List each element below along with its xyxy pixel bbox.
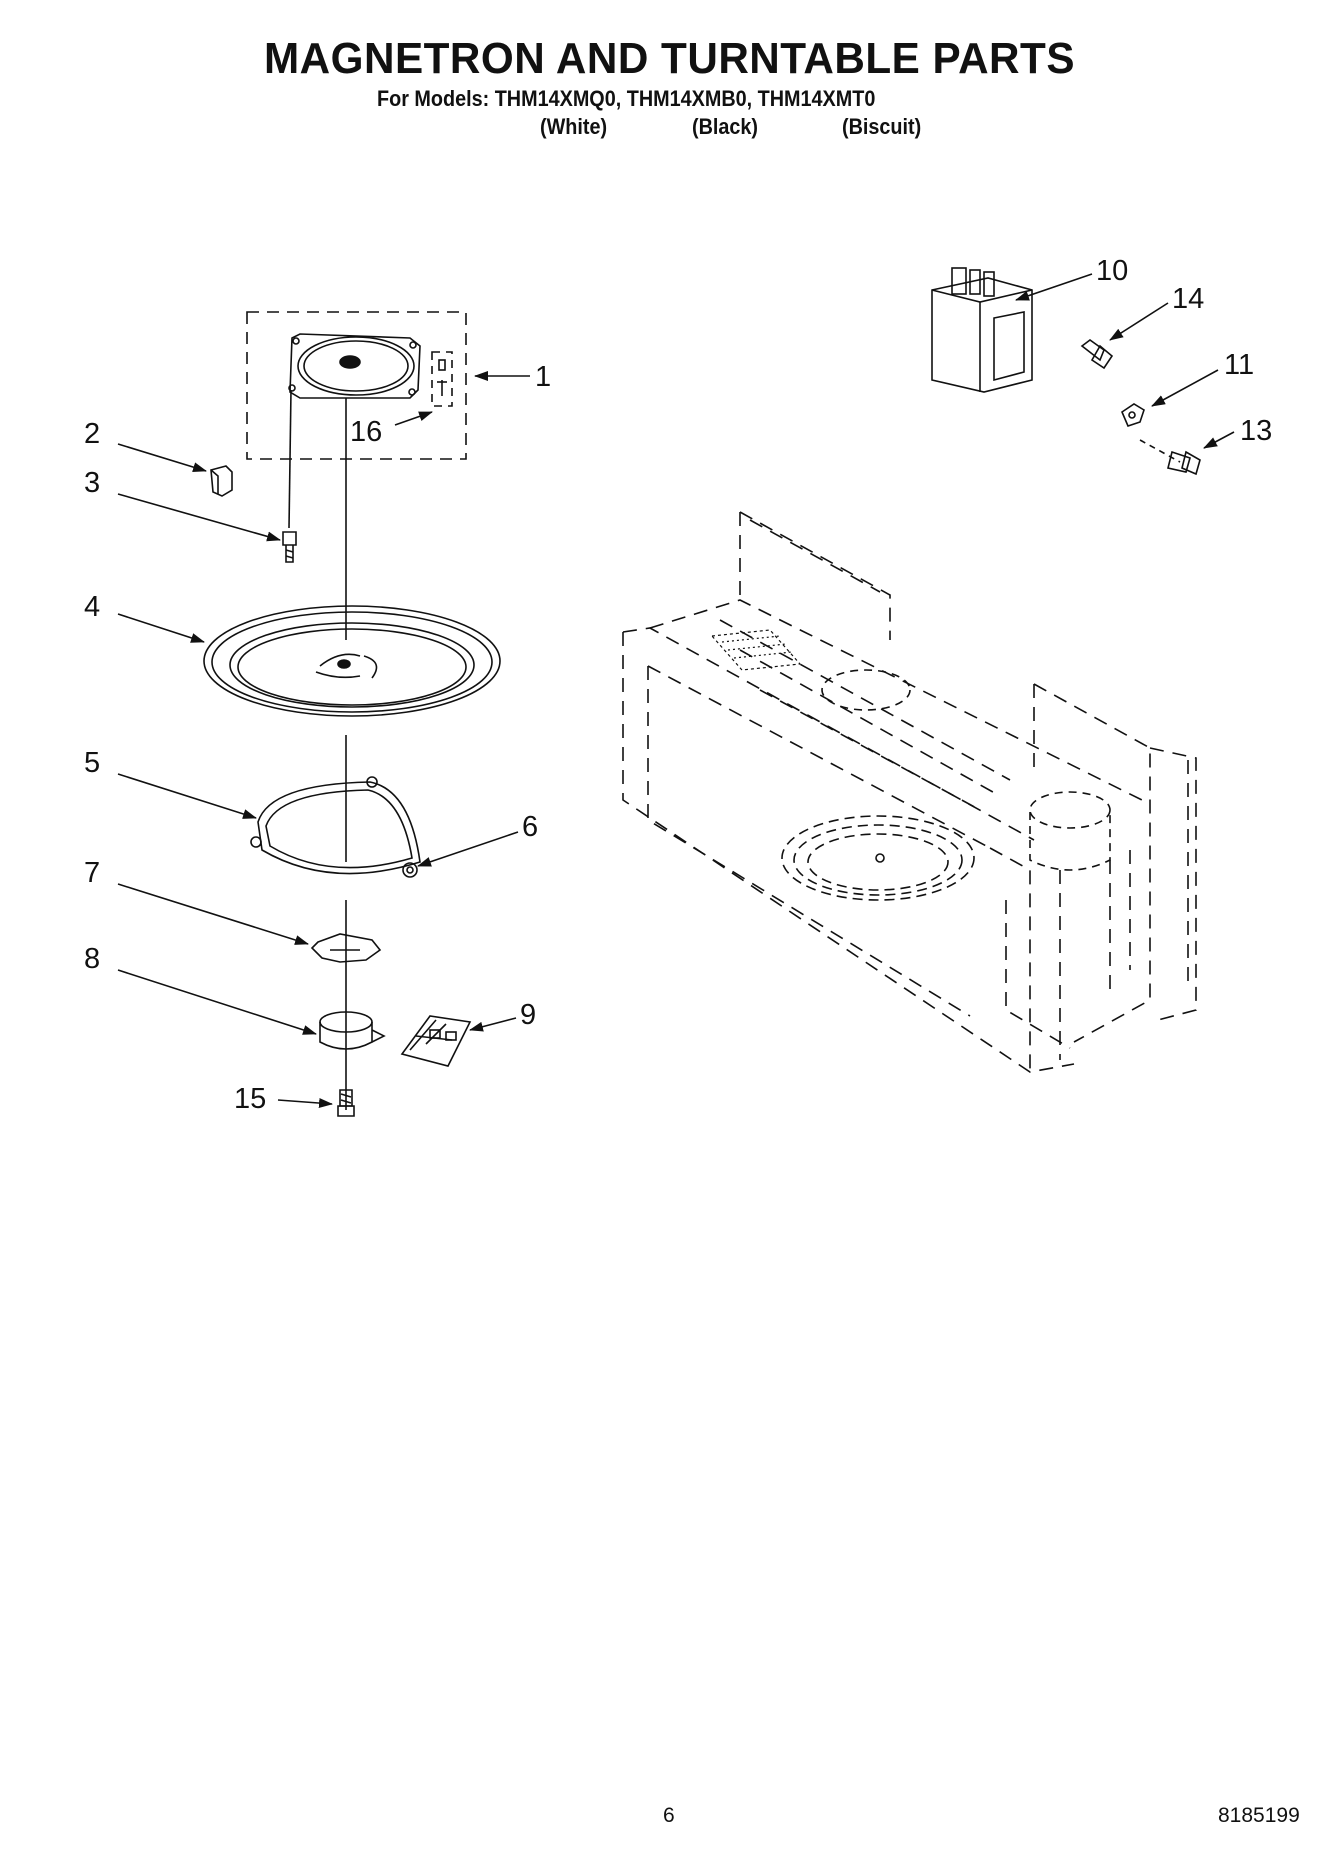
callout-7: 7 <box>84 857 100 889</box>
page-number: 6 <box>663 1804 675 1827</box>
leader-9 <box>469 1017 517 1032</box>
leader-4 <box>117 613 205 643</box>
part-14-screw <box>1080 339 1114 370</box>
part-1-assembly-box <box>246 311 467 460</box>
part-number: 8185199 <box>1218 1804 1300 1827</box>
models-line: For Models: THM14XMQ0, THM14XMB0, THM14X… <box>377 86 876 111</box>
part-2-clip <box>210 465 233 497</box>
callout-16: 16 <box>350 416 382 448</box>
leader-13 <box>1203 431 1235 449</box>
page-title: MAGNETRON AND TURNTABLE PARTS <box>264 34 1075 83</box>
part-8-turntable-motor <box>319 1011 386 1050</box>
leader-16 <box>394 411 433 426</box>
cavity-turntable-outline <box>781 815 975 901</box>
part-5-roller-ring <box>250 776 421 878</box>
leader-3 <box>117 493 281 542</box>
callout-11: 11 <box>1224 349 1254 381</box>
leader-6 <box>417 831 519 867</box>
callout-10: 10 <box>1096 255 1128 287</box>
callout-4: 4 <box>84 591 100 623</box>
leader-8 <box>117 969 317 1035</box>
leader-15 <box>277 1098 333 1109</box>
cavity-vent-grille <box>710 629 802 671</box>
part-11-bracket <box>1121 403 1145 427</box>
callout-8: 8 <box>84 943 100 975</box>
leader-7 <box>117 883 309 945</box>
callout-13: 13 <box>1240 415 1272 447</box>
leader-11 <box>1151 369 1219 407</box>
color-biscuit: (Biscuit) <box>842 114 922 139</box>
part-15-screw <box>337 1089 355 1117</box>
callout-2: 2 <box>84 418 100 450</box>
callout-5: 5 <box>84 747 100 779</box>
part-13-screw <box>1139 439 1201 476</box>
leader-10 <box>1015 273 1093 301</box>
callout-1: 1 <box>535 361 551 393</box>
part-6-roller <box>402 862 418 878</box>
leader-14 <box>1109 302 1169 341</box>
callout-14: 14 <box>1172 283 1204 315</box>
cavity-magnetron-mount <box>821 669 1111 871</box>
leader-2 <box>117 443 207 472</box>
part-3-screw <box>282 531 297 563</box>
color-black: (Black) <box>692 114 759 139</box>
callout-3: 3 <box>84 467 100 499</box>
leader-5 <box>117 773 257 819</box>
part-7-coupler <box>310 933 382 963</box>
microwave-cavity-outline <box>622 511 1197 1073</box>
cavity-turntable-hub <box>875 853 885 863</box>
part-4-turntable-tray <box>203 605 501 717</box>
part-10-magnetron <box>931 267 1033 393</box>
part-9-switch <box>400 1015 472 1067</box>
callout-6: 6 <box>522 811 538 843</box>
color-white: (White) <box>540 114 608 139</box>
callout-15: 15 <box>234 1083 266 1115</box>
callout-9: 9 <box>520 999 536 1031</box>
